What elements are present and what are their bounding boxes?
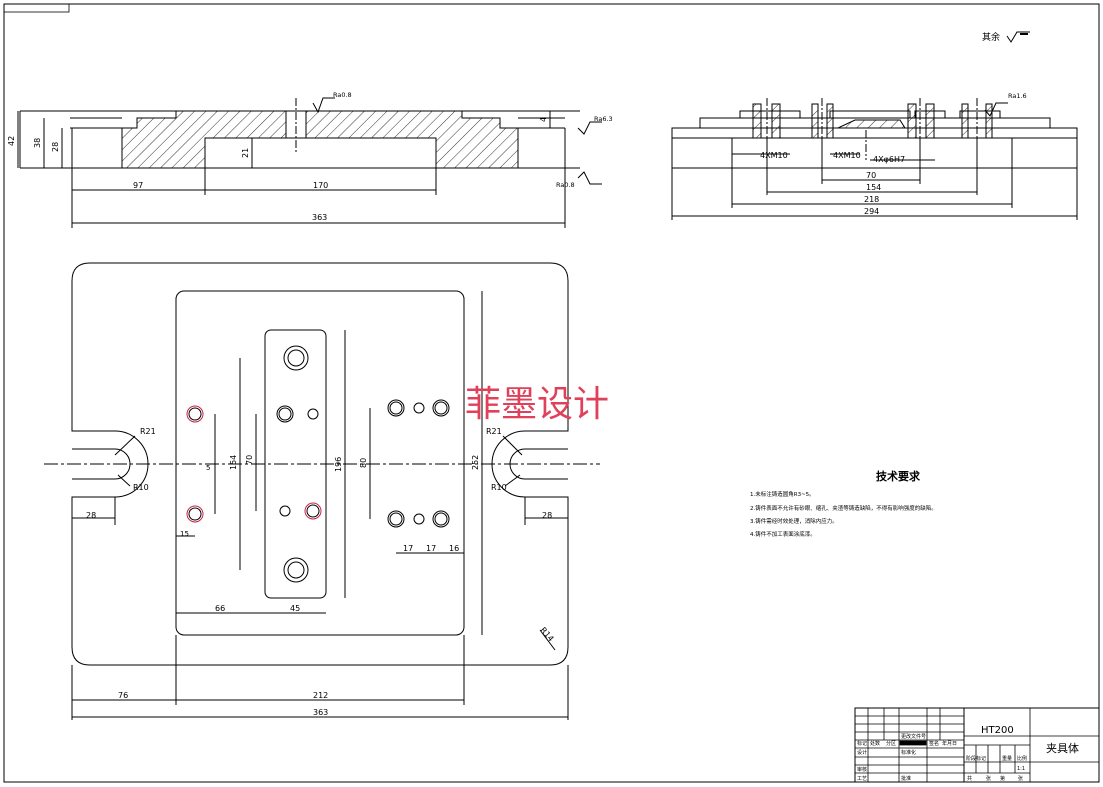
svg-text:15: 15 <box>180 530 189 538</box>
svg-text:Ra1.6: Ra1.6 <box>1008 92 1027 100</box>
plan-holes <box>186 345 450 583</box>
svg-text:97: 97 <box>133 181 143 190</box>
svg-text:第: 第 <box>1000 775 1005 782</box>
sheet-border <box>3 3 1100 783</box>
svg-text:标准化: 标准化 <box>901 749 916 756</box>
svg-text:170: 170 <box>313 181 328 190</box>
svg-text:66: 66 <box>215 604 225 613</box>
title-block-text: HT200 夹具体 标记 处数 分区 更改文件号 签名 年月日 设计 标准化 审… <box>857 725 1079 782</box>
svg-text:R21: R21 <box>486 427 502 436</box>
svg-text:16: 16 <box>449 544 459 553</box>
svg-text:重量: 重量 <box>1002 755 1012 762</box>
svg-text:设计: 设计 <box>857 749 867 756</box>
svg-text:70: 70 <box>866 171 876 180</box>
svg-text:签名: 签名 <box>929 740 939 747</box>
svg-text:196: 196 <box>334 457 343 472</box>
side-dim-labels: 4XM10 4XM10 4Xφ6H7 70 154 218 294 Ra1.6 <box>760 92 1027 216</box>
svg-text:17: 17 <box>403 544 413 553</box>
svg-text:42: 42 <box>7 136 16 146</box>
svg-text:5: 5 <box>206 464 210 472</box>
watermark-text: 菲墨设计 <box>465 384 609 425</box>
svg-text:38: 38 <box>33 138 42 148</box>
plan-slot-left <box>72 448 131 480</box>
svg-text:张: 张 <box>986 775 991 782</box>
svg-text:3.铸件需经时效处理，消除内应力。: 3.铸件需经时效处理，消除内应力。 <box>750 517 838 525</box>
plan-dim-labels: R21 R10 R21 R10 28 28 15 154 70 196 80 2… <box>86 427 555 717</box>
svg-text:R10: R10 <box>491 483 507 492</box>
svg-text:252: 252 <box>471 455 480 470</box>
svg-text:张: 张 <box>1018 775 1023 782</box>
svg-text:HT200: HT200 <box>981 725 1014 736</box>
svg-text:218: 218 <box>864 195 879 204</box>
svg-text:4XM10: 4XM10 <box>833 151 861 160</box>
svg-text:审核: 审核 <box>857 766 867 773</box>
svg-text:1.未标注铸造圆角R3~5。: 1.未标注铸造圆角R3~5。 <box>750 490 815 498</box>
svg-text:Ra0.8: Ra0.8 <box>556 181 575 189</box>
section-hatch-left <box>121 110 287 169</box>
roughness-other-note: 其余 <box>982 31 1030 43</box>
svg-text:R14: R14 <box>538 626 555 644</box>
svg-text:年月日: 年月日 <box>942 740 957 747</box>
svg-text:28: 28 <box>51 142 60 152</box>
svg-text:212: 212 <box>313 691 328 700</box>
svg-text:工艺: 工艺 <box>857 776 867 782</box>
svg-text:294: 294 <box>864 207 879 216</box>
svg-text:4.铸件不加工表面涂底漆。: 4.铸件不加工表面涂底漆。 <box>750 530 816 538</box>
svg-text:批准: 批准 <box>901 775 911 782</box>
plan-inner-pocket <box>175 290 465 636</box>
svg-text:45: 45 <box>290 604 300 613</box>
section-view <box>17 97 602 228</box>
svg-text:154: 154 <box>229 455 238 470</box>
svg-text:21: 21 <box>241 148 250 158</box>
svg-text:技术要求: 技术要求 <box>876 469 921 483</box>
title-block <box>854 707 1100 783</box>
svg-text:共: 共 <box>967 775 972 782</box>
svg-text:1:1: 1:1 <box>1017 766 1025 772</box>
section-dim-labels: 97 170 363 42 38 28 21 4 Ra0.8 Ra6.3 Ra0… <box>7 91 613 222</box>
svg-text:4Xφ6H7: 4Xφ6H7 <box>873 155 905 164</box>
svg-text:阶段标记: 阶段标记 <box>966 755 986 762</box>
svg-text:4: 4 <box>539 117 548 122</box>
svg-text:标记: 标记 <box>857 740 867 747</box>
svg-text:80: 80 <box>359 458 368 468</box>
svg-text:2.铸件表面不允许有砂眼、缩孔、夹渣等铸造缺陷，不得有影响强: 2.铸件表面不允许有砂眼、缩孔、夹渣等铸造缺陷，不得有影响强度的缺陷。 <box>750 504 937 512</box>
svg-text:更改文件号: 更改文件号 <box>901 733 926 740</box>
plan-view <box>44 262 600 720</box>
sheet-corner-tab <box>3 3 70 13</box>
svg-text:Ra6.3: Ra6.3 <box>594 115 613 123</box>
svg-text:17: 17 <box>426 544 436 553</box>
svg-text:R21: R21 <box>140 427 156 436</box>
svg-text:28: 28 <box>542 511 552 520</box>
svg-text:154: 154 <box>866 183 881 192</box>
svg-text:4XM10: 4XM10 <box>760 151 788 160</box>
svg-text:夹具体: 夹具体 <box>1046 741 1079 755</box>
section-hatch-right <box>305 110 519 169</box>
svg-text:比例: 比例 <box>1017 755 1027 762</box>
svg-text:70: 70 <box>245 455 254 465</box>
svg-text:分区: 分区 <box>886 740 896 747</box>
side-view <box>671 98 1078 220</box>
svg-text:363: 363 <box>312 213 327 222</box>
svg-text:Ra0.8: Ra0.8 <box>333 91 352 99</box>
tech-requirements: 技术要求 1.未标注铸造圆角R3~5。 2.铸件表面不允许有砂眼、缩孔、夹渣等铸… <box>750 469 937 538</box>
svg-text:363: 363 <box>313 708 328 717</box>
svg-text:其余: 其余 <box>982 31 1000 43</box>
svg-text:处数: 处数 <box>870 740 880 747</box>
svg-text:R10: R10 <box>133 483 149 492</box>
side-holes <box>752 103 993 139</box>
svg-text:76: 76 <box>118 691 128 700</box>
svg-text:28: 28 <box>86 511 96 520</box>
plan-outline <box>71 262 569 666</box>
